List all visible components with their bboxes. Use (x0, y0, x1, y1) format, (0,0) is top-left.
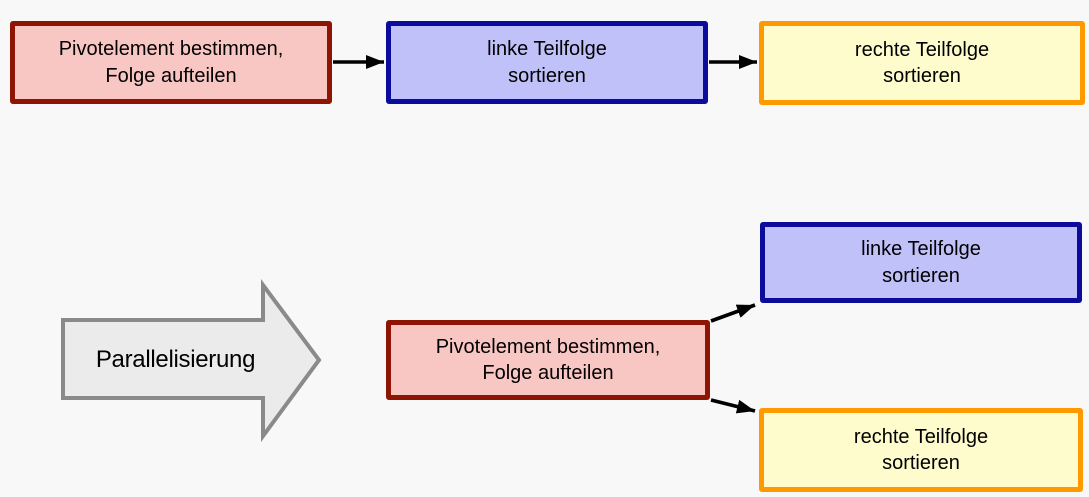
par-pivot-box: Pivotelement bestimmen, Folge aufteilen (386, 320, 710, 400)
seq-pivot-label: Pivotelement bestimmen, Folge aufteilen (58, 38, 284, 87)
par-right-subsequence-label: rechte Teilfolge sortieren (853, 425, 989, 474)
seq-right-subsequence-box: rechte Teilfolge sortieren (759, 21, 1085, 105)
par-left-subsequence-label: linke Teilfolge sortieren (861, 238, 981, 287)
seq-pivot-box: Pivotelement bestimmen, Folge aufteilen (10, 21, 332, 104)
parallelization-label: Parallelisierung (95, 345, 256, 373)
seq-left-subsequence-box: linke Teilfolge sortieren (386, 21, 708, 104)
par-right-subsequence-box: rechte Teilfolge sortieren (759, 408, 1083, 492)
arrow-par-pivot-to-right (710, 398, 756, 414)
seq-right-subsequence-label: rechte Teilfolge sortieren (854, 38, 990, 87)
par-left-subsequence-box: linke Teilfolge sortieren (760, 222, 1082, 303)
arrow-par-pivot-to-left (710, 303, 756, 323)
par-pivot-label: Pivotelement bestimmen, Folge aufteilen (435, 335, 661, 384)
seq-left-subsequence-label: linke Teilfolge sortieren (487, 38, 607, 87)
